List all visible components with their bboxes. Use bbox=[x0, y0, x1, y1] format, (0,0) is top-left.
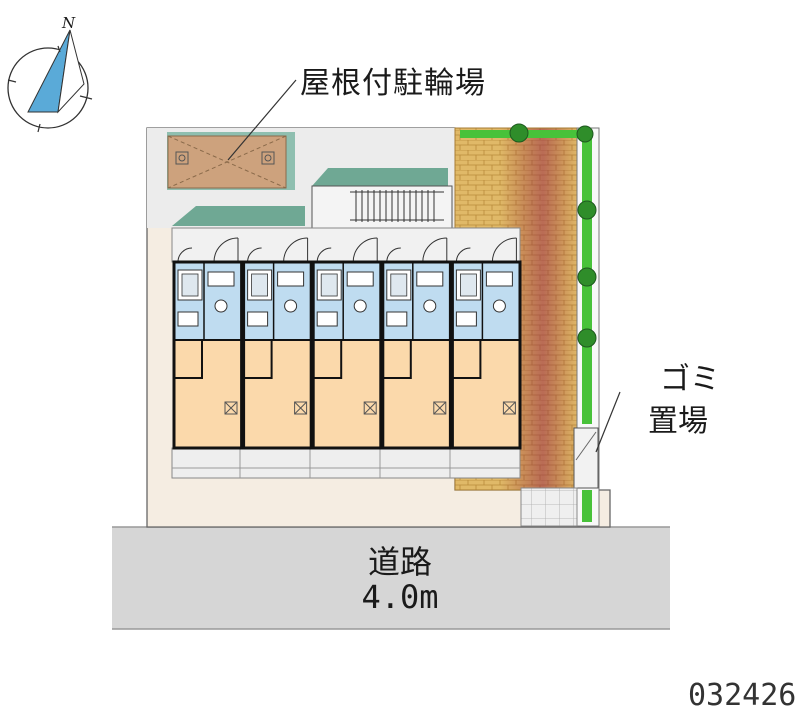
bicycle-leader-line bbox=[227, 79, 297, 161]
compass-rose-icon bbox=[7, 29, 93, 133]
apartment-unit bbox=[450, 237, 522, 450]
bicycle-parking-roof bbox=[167, 132, 295, 190]
garbage-area-label-line1: ゴミ bbox=[660, 362, 720, 397]
corridor bbox=[171, 227, 521, 263]
apartment-unit bbox=[311, 237, 383, 450]
road-label: 道路 bbox=[367, 543, 432, 581]
tree-icon bbox=[509, 123, 597, 348]
property-code: 032426 bbox=[688, 678, 797, 713]
garbage-area-label-line2: 置場 bbox=[648, 404, 708, 439]
staircase bbox=[311, 185, 453, 229]
road-width-label: 4.0m bbox=[361, 578, 439, 616]
balcony bbox=[171, 447, 521, 479]
garbage-leader-line bbox=[595, 391, 621, 453]
roof-slope-stair bbox=[312, 168, 448, 186]
apartment-unit bbox=[381, 237, 452, 450]
roof-slope-left bbox=[172, 206, 305, 226]
apartment-unit bbox=[242, 237, 313, 450]
apartment-units bbox=[172, 237, 522, 450]
entrance-pavers bbox=[520, 487, 578, 527]
road bbox=[112, 527, 670, 629]
apartment-unit bbox=[172, 237, 244, 450]
bicycle-parking-label: 屋根付駐輪場 bbox=[300, 66, 486, 101]
north-indicator: N bbox=[62, 14, 76, 32]
